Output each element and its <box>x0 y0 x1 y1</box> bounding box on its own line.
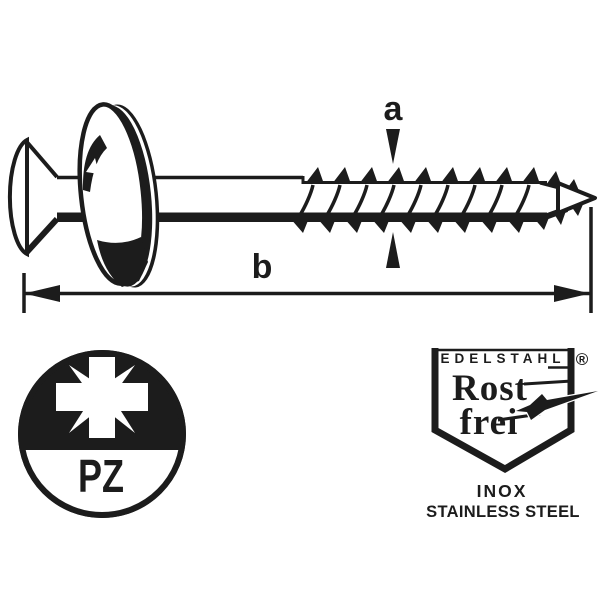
washer <box>77 102 160 288</box>
dimension-b-arrow-right <box>554 285 590 302</box>
rostfrei-shield-star-icon <box>431 348 575 474</box>
dimension-b: b <box>22 207 593 313</box>
sparkle-star-icon <box>515 389 599 422</box>
drive-badge-chord <box>23 450 181 514</box>
screw-head <box>7 136 60 258</box>
pozidriv-badge: PZ <box>18 350 186 518</box>
rostfrei-word1: Rost <box>452 368 528 409</box>
screw-illustration <box>7 102 597 288</box>
rostfrei-logo: EDELSTAHL ® Rost frei INOX STAINLESS STE… <box>426 348 599 521</box>
screw-tip <box>556 181 597 215</box>
rostfrei-caption2: STAINLESS STEEL <box>426 503 580 521</box>
dimension-b-label: b <box>252 248 273 286</box>
thread-crests-bottom <box>290 202 584 233</box>
t-flourish <box>523 379 573 386</box>
dimension-a-label: a <box>384 90 404 128</box>
dimension-a-arrow-up <box>386 232 400 268</box>
registered-mark: ® <box>576 350 589 369</box>
rostfrei-caption1: INOX <box>477 481 528 501</box>
dimension-a-arrow-down <box>386 129 400 164</box>
drive-badge-ring <box>18 350 186 518</box>
thread-crests-top <box>305 167 580 193</box>
pozidriv-cross-icon <box>56 357 148 438</box>
pozidriv-star-rays <box>69 365 135 433</box>
drive-badge-label: PZ <box>78 450 124 502</box>
dimension-b-arrow-left <box>24 285 60 302</box>
rostfrei-word2: frei <box>460 402 519 443</box>
shield-border <box>431 348 575 474</box>
thread-flanks <box>298 184 531 216</box>
rostfrei-banner: EDELSTAHL <box>441 351 566 366</box>
screw-thread <box>290 167 584 233</box>
washer-shading-bottom <box>97 237 148 287</box>
washer-highlight-notch <box>86 158 99 174</box>
dimension-a: a <box>384 90 404 268</box>
